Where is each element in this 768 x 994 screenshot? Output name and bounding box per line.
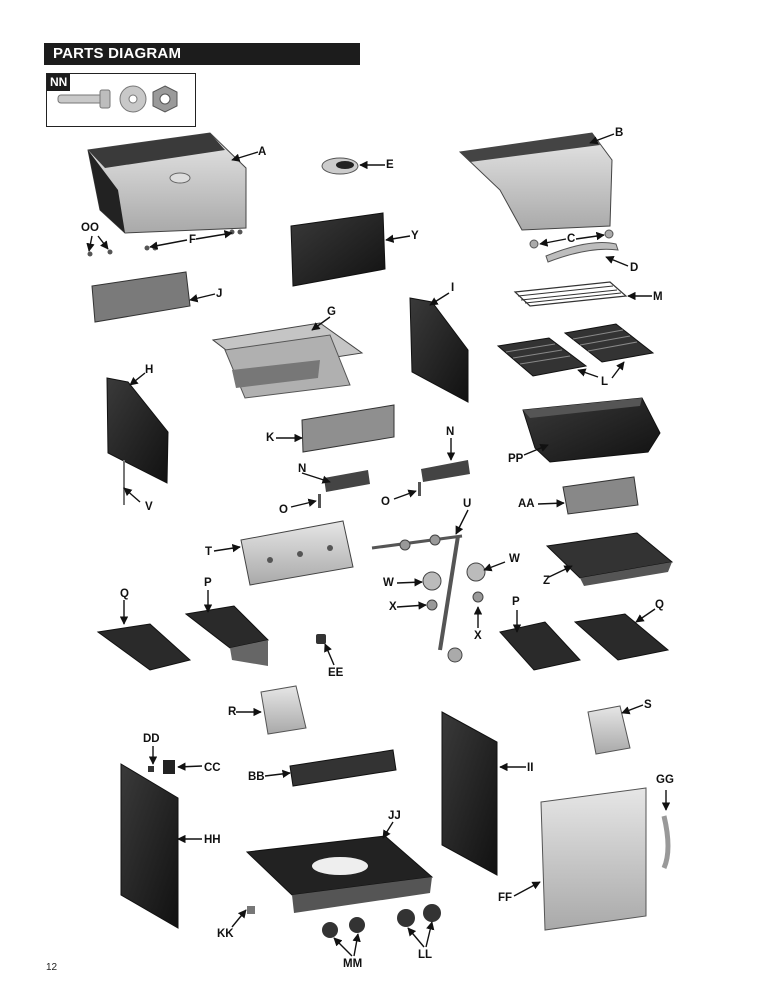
part-a-hood	[87, 132, 247, 234]
label-n-left: N	[298, 463, 307, 475]
label-e: E	[386, 159, 394, 171]
label-s: S	[644, 699, 652, 711]
part-cc-dd	[148, 760, 175, 774]
label-u: U	[463, 498, 472, 510]
label-x-right: X	[474, 630, 482, 642]
label-ll: LL	[418, 949, 433, 961]
label-ii: II	[527, 762, 534, 774]
section-header: PARTS DIAGRAM	[44, 43, 360, 65]
label-ee: EE	[328, 667, 344, 679]
label-w-left: W	[383, 577, 394, 589]
part-q-p-left-shelves	[96, 605, 270, 671]
part-j-bracket	[91, 271, 191, 323]
nn-hardware	[57, 85, 178, 113]
part-c-d-handle	[529, 229, 619, 263]
part-b-lid	[458, 132, 613, 231]
label-q-right: Q	[655, 599, 664, 611]
label-bb: BB	[248, 771, 265, 783]
part-f-oo-screws	[87, 229, 243, 257]
inset-tag: NN	[47, 74, 71, 91]
label-w-right: W	[509, 553, 520, 565]
label-m: M	[653, 291, 663, 303]
part-o-clips	[318, 482, 421, 508]
leader-arrows	[86, 133, 671, 957]
label-d: D	[630, 262, 639, 274]
label-r: R	[228, 706, 237, 718]
label-c: C	[567, 233, 576, 245]
label-dd: DD	[143, 733, 160, 745]
label-gg: GG	[656, 774, 674, 786]
label-n-right: N	[446, 426, 455, 438]
label-o-right: O	[381, 496, 390, 508]
label-oo: OO	[81, 222, 99, 234]
part-p-q-right-shelves	[499, 613, 670, 671]
part-z-grate	[545, 532, 674, 586]
part-m-warming-rack	[513, 281, 628, 307]
label-j: J	[216, 288, 223, 300]
label-k: K	[266, 432, 275, 444]
part-i-side-panel	[409, 297, 469, 403]
label-i: I	[451, 282, 455, 294]
label-v: V	[145, 501, 153, 513]
part-ii-cart-panel	[441, 711, 498, 876]
label-z: Z	[543, 575, 551, 587]
part-e-thermometer	[321, 157, 359, 175]
part-n-brackets	[324, 460, 470, 492]
part-bb-rail	[289, 749, 397, 787]
label-g: G	[327, 306, 336, 318]
label-mm: MM	[343, 958, 363, 970]
part-w-x-knobs	[422, 562, 486, 611]
part-jj-base	[245, 835, 434, 913]
label-q-left: Q	[120, 588, 129, 600]
part-pp-grease-tray	[522, 397, 661, 463]
part-mm-ll-casters	[247, 904, 441, 938]
label-p-left: P	[204, 577, 212, 589]
label-y: Y	[411, 230, 419, 242]
part-k-heat-shield	[301, 404, 395, 453]
label-kk: KK	[217, 928, 234, 940]
part-u-manifold	[371, 534, 463, 663]
label-ff: FF	[498, 892, 513, 904]
label-aa: AA	[518, 498, 535, 510]
part-g-firebox	[211, 322, 364, 399]
part-l-grates	[496, 323, 655, 377]
label-p-right: P	[512, 596, 520, 608]
part-t-control-panel	[240, 520, 354, 586]
label-f: F	[189, 234, 197, 246]
label-t: T	[205, 546, 213, 558]
part-ff-door	[540, 787, 671, 931]
label-x-left: X	[389, 601, 397, 613]
label-jj: JJ	[388, 810, 401, 822]
part-r-s-boxes	[260, 685, 631, 755]
page-number: 12	[46, 962, 58, 973]
part-ee-igniter	[316, 634, 326, 644]
label-o-left: O	[279, 504, 288, 516]
label-h: H	[145, 364, 154, 376]
part-hh-cart-panel	[120, 763, 179, 929]
page-title: PARTS DIAGRAM	[53, 45, 182, 62]
part-h-side-panel	[106, 377, 169, 505]
label-b: B	[615, 127, 624, 139]
label-pp: PP	[508, 453, 524, 465]
label-hh: HH	[204, 834, 221, 846]
part-aa-deflector	[562, 476, 639, 515]
label-a: A	[258, 146, 267, 158]
label-cc: CC	[204, 762, 221, 774]
label-l: L	[601, 376, 609, 388]
part-y-panel	[290, 212, 386, 287]
